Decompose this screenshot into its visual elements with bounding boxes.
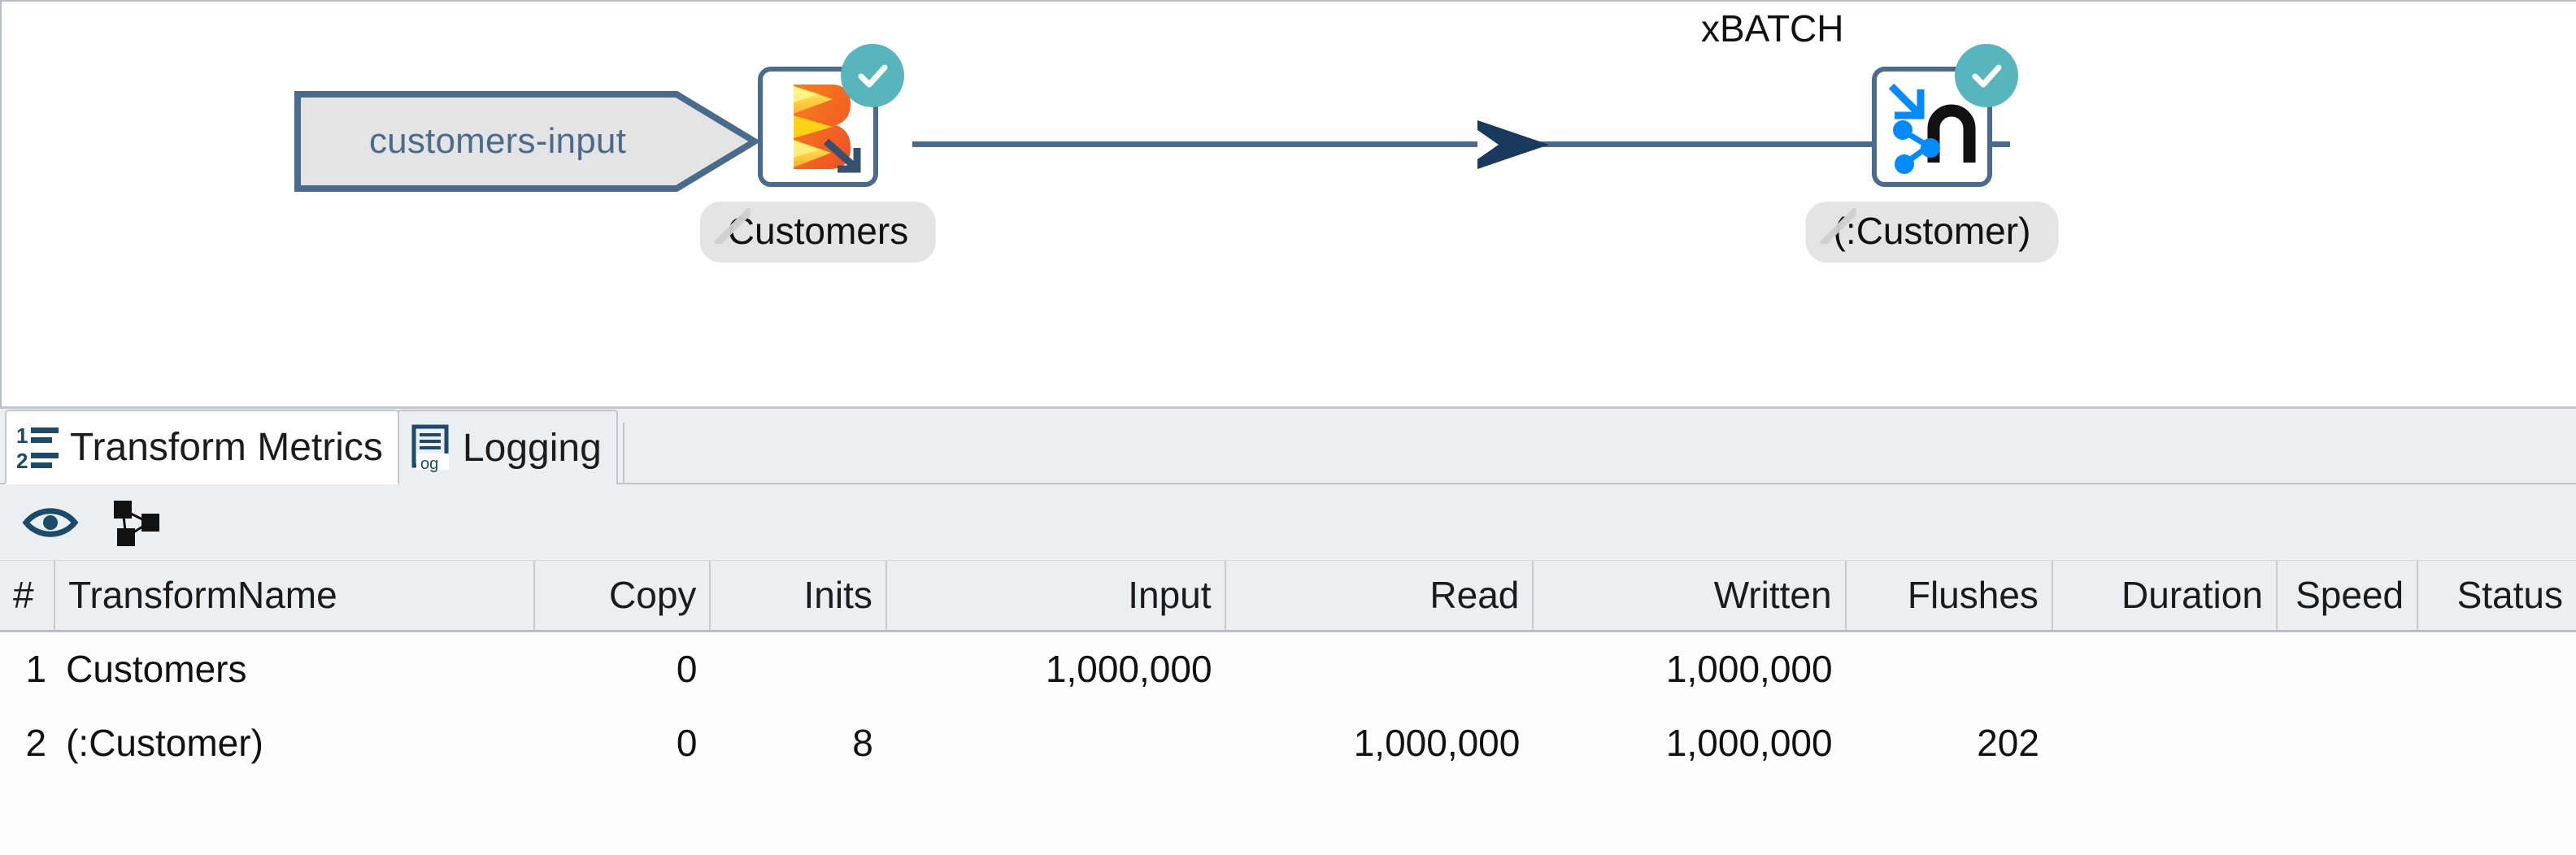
input-stream-label: customers-input: [368, 121, 626, 161]
cell-input: 1,000,000: [886, 631, 1225, 705]
cell-flushes: [1845, 631, 2052, 705]
column-header-written[interactable]: Written: [1533, 561, 1847, 632]
tabbar-divider: [622, 423, 624, 483]
cell-copy: 0: [533, 631, 711, 705]
table-header-row: # TransformName Copy Inits Input Read Wr…: [0, 561, 2576, 632]
log-document-icon: og: [411, 424, 449, 473]
hop-connection-line[interactable]: [912, 141, 2010, 147]
column-header-flushes[interactable]: Flushes: [1845, 561, 2053, 632]
cell-status: [2417, 631, 2576, 705]
cell-read: 1,000,000: [1225, 705, 1534, 780]
apache-beam-icon: [794, 85, 861, 173]
column-header-inits[interactable]: Inits: [710, 561, 887, 632]
cell-copy: 0: [533, 705, 711, 780]
column-header-copy[interactable]: Copy: [533, 561, 711, 632]
metrics-toolbar: [0, 484, 2576, 561]
table-row[interactable]: 2 (:Customer) 0 8 1,000,000 1,000,000 20…: [0, 705, 2576, 780]
tab-logging[interactable]: og Logging: [397, 410, 618, 484]
cell-flushes: 202: [1845, 705, 2052, 780]
column-header-name[interactable]: TransformName: [54, 561, 535, 632]
svg-text:1: 1: [16, 423, 28, 448]
column-header-idx[interactable]: #: [0, 561, 56, 632]
check-circle-icon: [841, 44, 904, 107]
cell-idx: 1: [0, 631, 55, 705]
cell-read: [1225, 631, 1534, 705]
column-header-speed[interactable]: Speed: [2276, 561, 2419, 632]
cell-speed: [2276, 631, 2418, 705]
svg-text:og: og: [420, 455, 438, 473]
cell-inits: 8: [710, 705, 886, 780]
cell-written: 1,000,000: [1533, 705, 1846, 780]
transform-metrics-table-area[interactable]: # TransformName Copy Inits Input Read Wr…: [0, 561, 2576, 855]
check-circle-icon: [1955, 44, 2018, 107]
show-graph-button[interactable]: [104, 493, 166, 552]
svg-text:2: 2: [16, 449, 28, 472]
column-header-status[interactable]: Status: [2417, 561, 2576, 632]
arrow-right-icon: [1477, 120, 1549, 169]
transform-node-label: Customers: [699, 202, 937, 263]
table-row[interactable]: 1 Customers 0 1,000,000 1,000,000: [0, 631, 2576, 705]
transform-node-box[interactable]: [758, 44, 904, 187]
transform-node-caption: xBATCH: [1701, 7, 1844, 50]
transform-node-box[interactable]: [1872, 44, 2018, 187]
tab-transform-metrics[interactable]: 1 2 Transform Metrics: [5, 410, 399, 484]
column-header-input[interactable]: Input: [886, 561, 1226, 632]
pipeline-canvas[interactable]: customers-input: [0, 0, 2576, 406]
eye-icon: [22, 507, 79, 537]
cell-duration: [2052, 631, 2277, 705]
cell-speed: [2276, 705, 2418, 780]
cell-inits: [710, 631, 886, 705]
column-header-read[interactable]: Read: [1225, 561, 1534, 632]
transform-node-customers[interactable]: Customers: [699, 44, 937, 263]
ordered-list-icon: 1 2: [16, 423, 59, 472]
tab-label: Logging: [462, 426, 602, 470]
tab-label: Transform Metrics: [70, 425, 383, 469]
graph-network-icon: [114, 500, 159, 546]
transform-node-label: (:Customer): [1805, 202, 2059, 263]
cell-name: (:Customer): [54, 705, 534, 780]
cell-name: Customers: [54, 631, 534, 705]
preview-button[interactable]: [20, 493, 81, 552]
cell-duration: [2052, 705, 2277, 780]
transform-node-customer-output[interactable]: xBATCH: [1701, 7, 2059, 263]
transform-metrics-table: # TransformName Copy Inits Input Read Wr…: [0, 561, 2576, 780]
cell-idx: 2: [0, 705, 55, 780]
column-header-duration[interactable]: Duration: [2052, 561, 2278, 632]
neo4j-import-icon: [1888, 83, 1976, 174]
cell-input: [886, 705, 1225, 780]
cell-written: 1,000,000: [1533, 631, 1846, 705]
bottom-panel-tabbar: 1 2 Transform Metrics og Logging: [0, 406, 2576, 484]
cell-status: [2417, 705, 2576, 780]
input-stream-shape[interactable]: customers-input: [294, 89, 758, 193]
